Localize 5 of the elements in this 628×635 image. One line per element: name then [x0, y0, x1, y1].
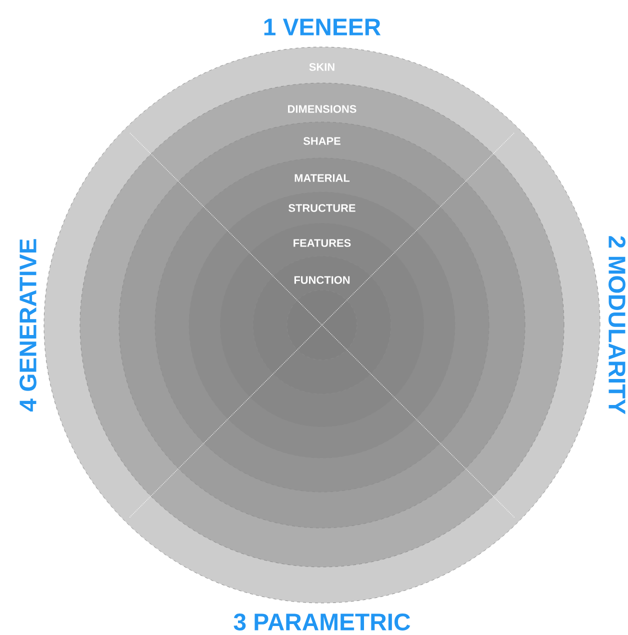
- direction-label: 4 GENERATIVE: [20, 239, 36, 412]
- direction-label: 3 PARAMETRIC: [234, 614, 410, 630]
- direction-label: 1 VENEER: [264, 18, 381, 36]
- center-circle: [286, 290, 358, 360]
- direction-label: 2 MODULARITY: [608, 236, 626, 414]
